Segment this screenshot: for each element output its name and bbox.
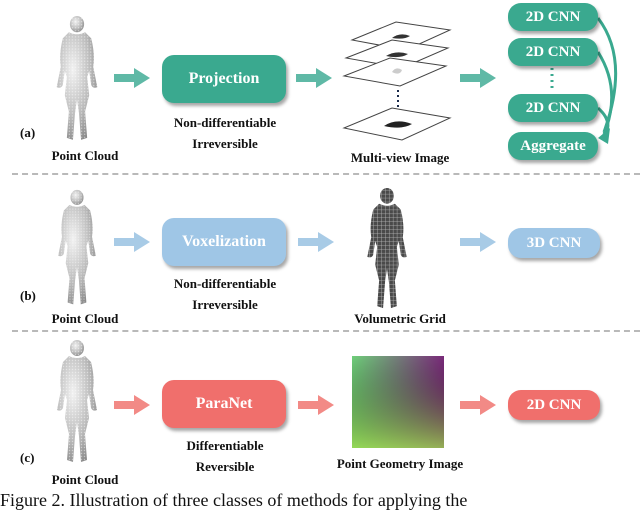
view-plane-4	[342, 107, 452, 141]
cnn-2d-box-c: 2D CNN	[508, 390, 600, 420]
row-c-label: (c)	[20, 450, 35, 465]
arrow-a3-icon	[460, 68, 496, 88]
aggregate-box: Aggregate	[508, 132, 598, 160]
aggregate-arrowhead	[598, 128, 610, 144]
paranet-note-2: Reversible	[195, 459, 255, 474]
divider-ab	[12, 173, 640, 175]
volumetric-grid-label: Volumetric Grid	[354, 311, 446, 326]
point-cloud-a-icon	[56, 16, 98, 140]
projection-note-2: Irreversible	[192, 136, 258, 151]
view-plane-3	[342, 57, 448, 87]
cnn-3d-box: 3D CNN	[508, 228, 600, 258]
point-cloud-b-icon	[58, 189, 96, 305]
arrow-c1-icon	[114, 395, 150, 415]
aggregate-connectors	[596, 17, 618, 137]
multi-view-image-label: Multi-view Image	[350, 150, 450, 165]
point-cloud-b-label: Point Cloud	[51, 311, 119, 326]
row-a-label: (a)	[20, 125, 36, 140]
arrow-b2-icon	[298, 232, 334, 252]
point-cloud-a-label: Point Cloud	[51, 148, 119, 163]
arrow-b1-icon	[114, 232, 150, 252]
paranet-note-1: Differentiable	[186, 438, 264, 453]
point-cloud-c-icon	[57, 340, 97, 462]
arrow-c2-icon	[298, 395, 334, 415]
voxelization-box: Voxelization	[162, 218, 286, 266]
row-b-label: (b)	[20, 288, 36, 303]
figure-caption: Figure 2. Illustration of three classes …	[0, 490, 468, 510]
voxelization-note-1: Non-differentiable	[173, 276, 277, 291]
projection-note-1: Non-differentiable	[173, 115, 277, 130]
divider-bc	[12, 330, 640, 332]
multi-view-image-stack-icon	[342, 21, 452, 141]
voxel-figure-icon	[367, 187, 407, 309]
cnn-2d-box-1: 2D CNN	[508, 3, 598, 31]
arrow-c3-icon	[460, 395, 496, 415]
point-cloud-c-label: Point Cloud	[51, 472, 119, 487]
projection-box: Projection	[162, 55, 286, 103]
paranet-box: ParaNet	[162, 380, 286, 428]
arrow-b3-icon	[460, 232, 496, 252]
arrow-a1-icon	[114, 68, 150, 88]
cnn-2d-box-2: 2D CNN	[508, 38, 598, 66]
arrow-a2-icon	[296, 68, 332, 88]
geometry-image-gradient-icon	[352, 356, 444, 448]
voxelization-note-2: Irreversible	[192, 297, 258, 312]
point-geometry-image-label: Point Geometry Image	[336, 456, 464, 471]
cnn-2d-box-3: 2D CNN	[508, 94, 598, 122]
